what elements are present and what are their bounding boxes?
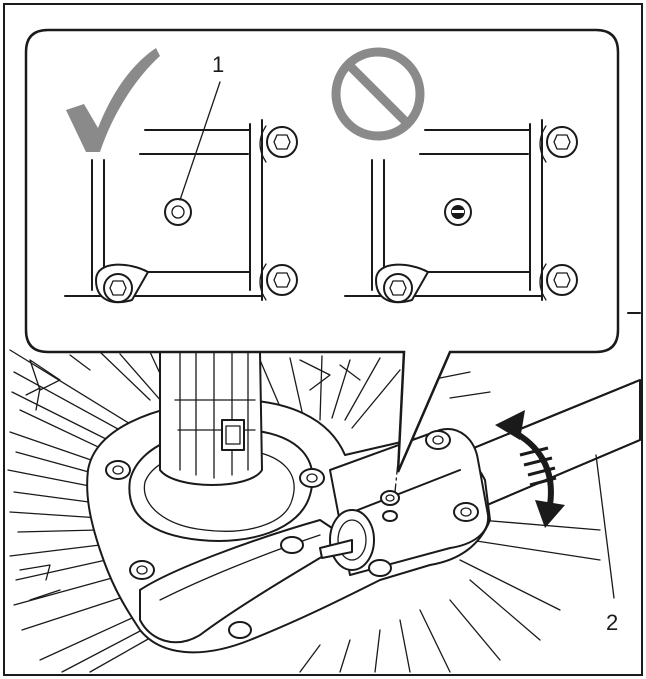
callout-1-label: 1 bbox=[212, 52, 224, 77]
inset-callout bbox=[24, 28, 620, 473]
torx-bolt-bottom-right bbox=[259, 263, 298, 301]
outer-frame bbox=[3, 3, 643, 676]
double-arrow-rotate-icon bbox=[495, 410, 565, 528]
torx-bolt-bottom-right-2 bbox=[539, 263, 578, 301]
callout-1-leader bbox=[179, 81, 221, 201]
panel-correct bbox=[64, 48, 298, 304]
gear-housing bbox=[86, 398, 491, 654]
brush-bristles-right bbox=[259, 355, 601, 673]
motor-column bbox=[159, 351, 263, 486]
checkmark-icon bbox=[66, 48, 160, 152]
callout-2-label: 2 bbox=[606, 610, 618, 635]
torx-bolt-top-right-2 bbox=[539, 125, 578, 163]
torx-bolt-bottom-left-2 bbox=[375, 263, 429, 304]
round-hole bbox=[164, 198, 192, 226]
brush-assembly bbox=[7, 349, 641, 673]
callout-2-leader bbox=[595, 454, 615, 599]
torx-bolt-top-right bbox=[259, 125, 298, 163]
torx-bolt-bottom-left bbox=[95, 263, 149, 304]
slotted-bolt-head bbox=[444, 198, 472, 226]
prohibited-icon bbox=[331, 47, 425, 141]
panel-incorrect bbox=[331, 47, 578, 304]
